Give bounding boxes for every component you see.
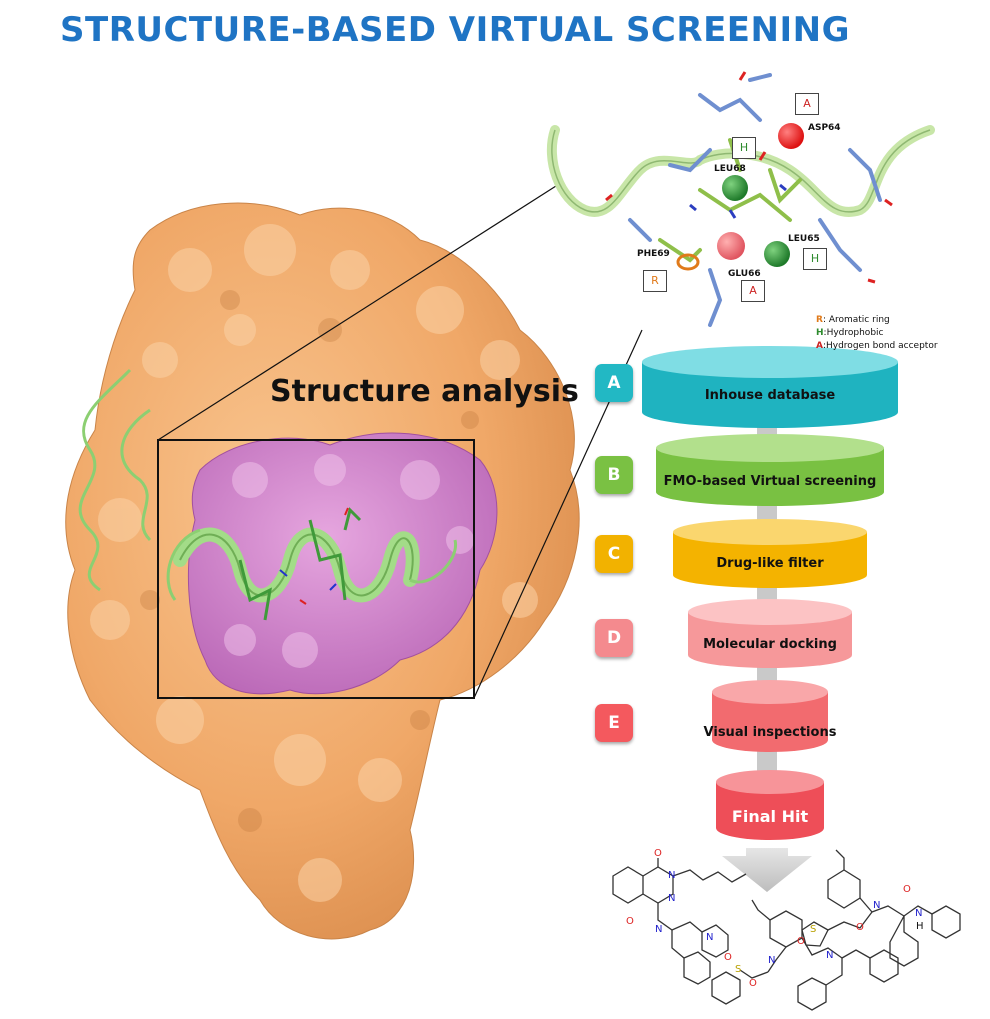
atom-label: S (810, 924, 817, 935)
cylinder-final-hit (716, 770, 824, 840)
pharmacophore-legend: R: Aromatic ring H:Hydrophobic A:Hydroge… (816, 314, 938, 353)
page-title: STRUCTURE-BASED VIRTUAL SCREENING (60, 10, 850, 50)
atom-label: O (903, 884, 911, 895)
atom-label: N (873, 900, 881, 911)
structure-analysis-label: Structure analysis (270, 374, 579, 409)
atom-label: N (655, 924, 663, 935)
atom-label: O (724, 952, 732, 963)
step-label-inhouse-database: Inhouse database (704, 388, 836, 403)
residue-glu66-label: GLU66 (728, 269, 761, 279)
cylinder-inhouse-database (642, 346, 898, 428)
atom-label: O (797, 936, 805, 947)
step-badge-a: A (595, 364, 633, 402)
legend-item-acceptor: A:Hydrogen bond acceptor (816, 341, 938, 351)
step-label-fmo-screening: FMO-based Virtual screening (663, 474, 877, 489)
atom-label: N (706, 932, 714, 943)
feature-tag-acceptor-bottom: A (741, 280, 765, 302)
step-badge-b: B (595, 456, 633, 494)
step-badge-e: E (595, 704, 633, 742)
cylinder-visual-inspections (712, 680, 828, 752)
atom-label: O (749, 978, 757, 989)
legend-item-aromatic: R: Aromatic ring (816, 315, 890, 325)
step-label-molecular-docking: Molecular docking (703, 637, 837, 652)
cylinder-molecular-docking (688, 599, 852, 668)
atom-label: N (668, 893, 676, 904)
legend-item-hydrophobic: H:Hydrophobic (816, 328, 884, 338)
step-badge-d: D (595, 619, 633, 657)
atom-label: N (826, 950, 834, 961)
cylinder-fmo-screening (656, 434, 884, 506)
atom-label: N (768, 955, 776, 966)
residue-phe69-label: PHE69 (637, 249, 670, 259)
atom-label: O (626, 916, 634, 927)
feature-tag-hydrophobic-right: H (803, 248, 827, 270)
atom-label: N (668, 870, 676, 881)
cylinder-drug-like-filter (673, 519, 867, 588)
feature-tag-hydrophobic: H (732, 137, 756, 159)
zoom-box (157, 439, 475, 699)
peptide-loop (78, 368, 152, 592)
residue-leu65-label: LEU65 (788, 234, 820, 244)
atom-label: H (916, 921, 924, 932)
peptide-helix (166, 507, 457, 621)
feature-tag-aromatic: R (643, 270, 667, 292)
step-label-drug-like-filter: Drug-like filter (716, 556, 824, 571)
atom-label: N (915, 908, 923, 919)
chemical-structures (612, 849, 961, 1011)
step-label-visual-inspections: Visual inspections (703, 725, 837, 740)
residue-asp64-label: ASP64 (808, 123, 841, 133)
final-hit-label: Final Hit (731, 807, 809, 826)
residue-leu68-label: LEU68 (714, 164, 746, 174)
feature-tag-acceptor: A (795, 93, 819, 115)
pharmacophore-inset (546, 71, 935, 327)
step-badge-c: C (595, 535, 633, 573)
atom-label: S (735, 964, 742, 975)
atom-label: O (856, 922, 864, 933)
atom-label: O (654, 848, 662, 859)
